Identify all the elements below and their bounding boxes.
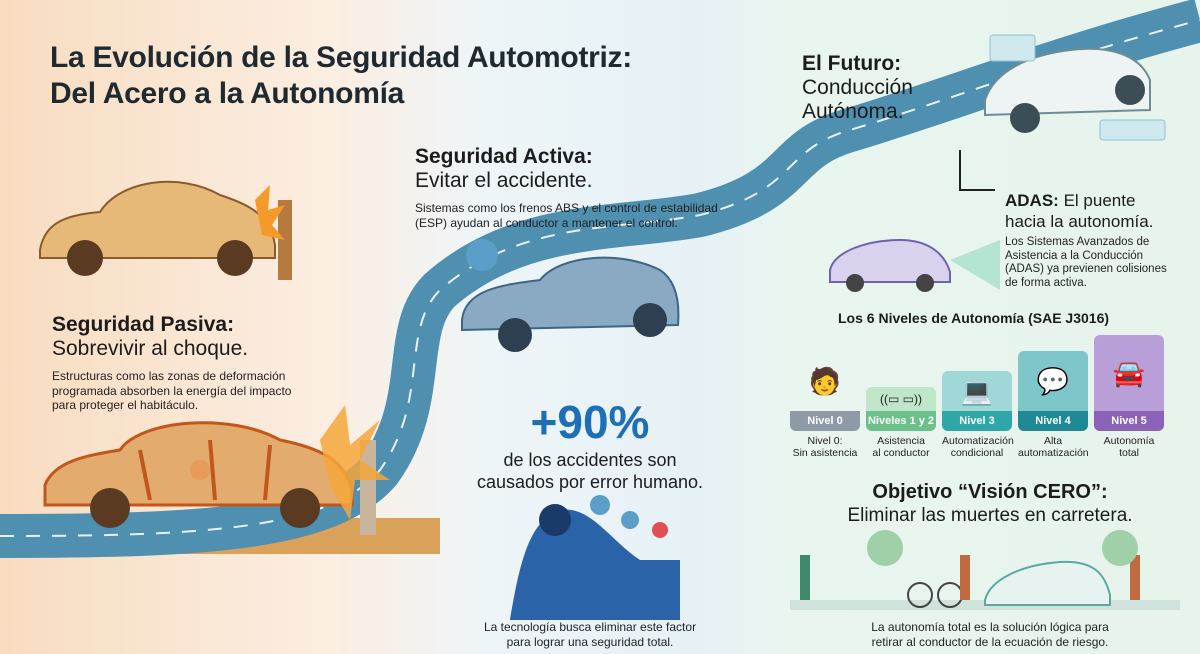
- sensor-icon: ((▭ ▭)): [880, 392, 922, 406]
- stat-text-line: causados por error humano.: [476, 472, 704, 492]
- adas-heading: ADAS:: [1005, 191, 1059, 210]
- page-title: La Evolución de la Seguridad Automotriz:…: [50, 40, 632, 112]
- level-desc: Sin asistencia: [792, 447, 858, 459]
- relaxing-passenger-icon: 💬: [1036, 365, 1070, 396]
- passive-safety-section: Seguridad Pasiva: Sobrevivir al choque. …: [52, 313, 291, 413]
- adas-section: ADAS: El puente hacia la autonomía. Los …: [1005, 190, 1167, 290]
- level-desc: Asistencia: [877, 435, 925, 447]
- future-subheading-line: Conducción: [802, 76, 913, 99]
- caption-line: para lograr una seguridad total.: [506, 634, 674, 649]
- human-error-stat: +90% de los accidentes son causados por …: [440, 395, 740, 493]
- adas-body-line: de forma activa.: [1005, 276, 1087, 289]
- level-0: 🧑 Nivel 0 Nivel 0:Sin asistencia: [790, 351, 860, 459]
- title-line-1: La Evolución de la Seguridad Automotriz:: [50, 41, 632, 74]
- level-tag: Nivel 5: [1094, 411, 1164, 431]
- level-tag: Nivel 3: [942, 411, 1012, 431]
- levels-heading: Los 6 Niveles de Autonomía (SAE J3016): [838, 310, 1110, 326]
- autonomy-levels: 🧑 Nivel 0 Nivel 0:Sin asistencia ((▭ ▭)) Ni…: [790, 335, 1164, 459]
- passive-body-line: Estructuras como las zonas de deformació…: [52, 369, 286, 383]
- level-tag: Nivel 4: [1018, 411, 1088, 431]
- autonomous-car-illustration: [984, 34, 1166, 141]
- adas-body-line: Los Sistemas Avanzados de: [1005, 236, 1150, 248]
- autonomous-car-icon: 🚘: [1112, 357, 1146, 388]
- level-desc: automatización: [1018, 447, 1089, 459]
- vision-heading: Objetivo “Visión CERO”:: [872, 481, 1108, 503]
- level-desc: Automatización: [942, 435, 1014, 447]
- future-section: El Futuro: Conducción Autónoma.: [802, 52, 913, 124]
- caption-line: La tecnología busca eliminar este factor: [483, 620, 697, 634]
- classic-car-illustration: [39, 180, 292, 280]
- active-body-line: (ESP) ayudan al conductor a mantener el …: [415, 215, 678, 230]
- active-body-line: Sistemas como los frenos ABS y el contro…: [415, 201, 718, 215]
- future-subheading-line: Autónoma.: [802, 100, 904, 123]
- level-desc: al conductor: [872, 447, 930, 459]
- adas-body-line: Asistencia a la Conducción: [1005, 249, 1144, 262]
- level-desc: Alta: [1043, 435, 1063, 447]
- road-lane-marking: [0, 19, 1200, 537]
- active-safety-car-illustration: [461, 239, 680, 352]
- vision-zero-section: Objetivo “Visión CERO”: Eliminar las mue…: [800, 480, 1180, 528]
- active-heading: Seguridad Activa:: [415, 145, 593, 168]
- active-safety-section: Seguridad Activa: Evitar el accidente. S…: [415, 145, 718, 230]
- level-desc: total: [1119, 447, 1139, 459]
- vision-caption: La autonomía total es la solución lógica…: [800, 620, 1180, 649]
- caption-line: La autonomía total es la solución lógica…: [871, 620, 1109, 634]
- esp-icon: [466, 239, 498, 271]
- stat-caption: La tecnología busca eliminar este factor…: [440, 620, 740, 649]
- adas-car-illustration: [829, 238, 1000, 292]
- laptop-driver-icon: 💻: [960, 375, 994, 406]
- level-tag: Niveles 1 y 2: [866, 411, 936, 431]
- level-desc: condicional: [950, 447, 1004, 459]
- level-tag: Nivel 0: [790, 411, 860, 431]
- caption-line: retirar al conductor de la ecuación de r…: [871, 634, 1109, 649]
- adas-body-line: (ADAS) ya previenen colisiones: [1005, 263, 1167, 275]
- future-heading: El Futuro:: [802, 52, 902, 75]
- adas-heading-rest: El puente: [1063, 191, 1136, 210]
- passive-subheading: Sobrevivir al choque.: [52, 337, 249, 360]
- driver-distracted-illustration: [510, 495, 680, 620]
- passive-body-line: programada absorben la energía del impac…: [52, 383, 292, 398]
- stat-value: +90%: [530, 396, 650, 448]
- passive-heading: Seguridad Pasiva:: [52, 313, 235, 336]
- active-subheading: Evitar el accidente.: [415, 169, 593, 192]
- level-desc: Autonomía: [1103, 435, 1155, 447]
- passive-body-line: para proteger el habitáculo.: [52, 398, 199, 412]
- adas-subheading: hacia la autonomía.: [1005, 212, 1154, 231]
- adas-connector-line: [959, 150, 995, 191]
- vision-zero-scene-illustration: [790, 530, 1180, 610]
- title-line-2: Del Acero a la Autonomía: [50, 77, 404, 110]
- crash-car-illustration: [43, 405, 390, 535]
- driver-icon: 🧑: [808, 365, 842, 396]
- level-desc: Nivel 0:: [807, 435, 843, 447]
- stat-text-line: de los accidentes son: [503, 450, 677, 470]
- vision-subheading: Eliminar las muertes en carretera.: [847, 505, 1133, 526]
